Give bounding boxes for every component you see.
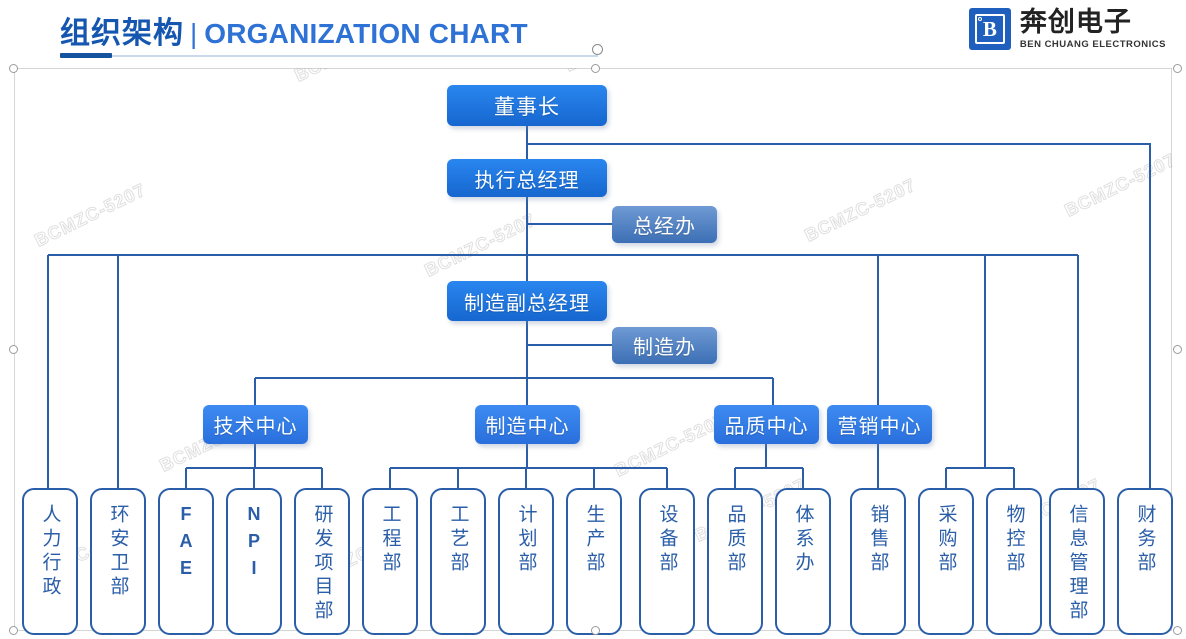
- node-manufacturing-vp-label: 制造副总经理: [464, 292, 590, 315]
- node-chairman-label: 董事长: [494, 95, 560, 119]
- node-sales-center[interactable]: 营销中心: [827, 405, 932, 444]
- node-technology-center-label: 技术中心: [213, 416, 298, 438]
- dept-box-quality-dept[interactable]: 品质部: [707, 488, 763, 635]
- dept-label: 计划部: [515, 504, 537, 576]
- title-underline-accent: [60, 53, 112, 58]
- node-manufacturing-office-label: 制造办: [633, 337, 696, 359]
- dept-label: FAE: [176, 504, 196, 585]
- node-chairman[interactable]: 董事长: [447, 85, 607, 126]
- logo-ring-shape: [974, 14, 1005, 44]
- node-executive-gm[interactable]: 执行总经理: [447, 159, 607, 197]
- dept-label: 物控部: [1003, 504, 1025, 576]
- dept-box-process[interactable]: 工艺部: [430, 488, 486, 635]
- page-title-en: ORGANIZATION CHART: [204, 18, 528, 49]
- rotate-handle[interactable]: [592, 44, 603, 55]
- dept-box-system-office[interactable]: 体系办: [775, 488, 831, 635]
- logo-letter: B: [982, 16, 997, 41]
- node-manufacturing-center-label: 制造中心: [485, 416, 570, 438]
- logo-dot-shape: [977, 17, 982, 21]
- node-quality-center-label: 品质中心: [724, 416, 809, 438]
- dept-box-it-mgmt[interactable]: 信息管理部: [1049, 488, 1105, 635]
- node-manufacturing-vp[interactable]: 制造副总经理: [447, 281, 607, 321]
- dept-label: 销售部: [867, 504, 889, 576]
- resize-handle-bottom-right[interactable]: [1173, 626, 1182, 635]
- dept-label: 工程部: [379, 504, 401, 576]
- logo-text: 奔创电子 BEN CHUANG ELECTRONICS: [1019, 6, 1166, 50]
- dept-label: 体系办: [792, 504, 814, 576]
- node-executive-gm-label: 执行总经理: [474, 169, 580, 192]
- node-manufacturing-center[interactable]: 制造中心: [475, 405, 580, 444]
- dept-label: 信息管理部: [1066, 504, 1088, 624]
- slide-header: 组织架构 | ORGANIZATION CHART B 奔创电子 BEN CHU…: [0, 0, 1186, 68]
- resize-handle-middle-left[interactable]: [9, 345, 18, 354]
- logo-name-en: BEN CHUANG ELECTRONICS: [1019, 38, 1166, 50]
- dept-box-engineering[interactable]: 工程部: [362, 488, 418, 635]
- dept-label: 生产部: [583, 504, 605, 576]
- dept-box-rd-project[interactable]: 研发项目部: [294, 488, 350, 635]
- dept-box-sales[interactable]: 销售部: [850, 488, 906, 635]
- dept-box-hr-admin[interactable]: 人力行政: [22, 488, 78, 635]
- page-title-cn: 组织架构: [60, 17, 184, 50]
- resize-handle-middle-right[interactable]: [1173, 345, 1182, 354]
- company-logo: B 奔创电子 BEN CHUANG ELECTRONICS: [968, 6, 1166, 50]
- page-title: 组织架构 | ORGANIZATION CHART: [60, 8, 528, 52]
- dept-label: 工艺部: [447, 504, 469, 576]
- node-quality-center[interactable]: 品质中心: [714, 405, 819, 444]
- logo-name-cn: 奔创电子: [1019, 6, 1132, 37]
- dept-box-fae[interactable]: FAE: [158, 488, 214, 635]
- dept-label: NPI: [244, 504, 264, 585]
- dept-label: 采购部: [935, 504, 957, 576]
- logo-mark-icon: B: [968, 8, 1011, 50]
- title-underline-light: [60, 55, 598, 57]
- node-gm-office-label: 总经办: [633, 216, 696, 238]
- dept-label: 设备部: [656, 504, 678, 576]
- resize-handle-top-left[interactable]: [9, 64, 18, 73]
- node-sales-center-label: 营销中心: [837, 416, 922, 438]
- dept-box-planning[interactable]: 计划部: [498, 488, 554, 635]
- dept-label: 人力行政: [39, 504, 61, 600]
- title-separator: |: [190, 18, 198, 49]
- dept-box-production[interactable]: 生产部: [566, 488, 622, 635]
- dept-box-purchasing[interactable]: 采购部: [918, 488, 974, 635]
- resize-handle-top-center[interactable]: [591, 64, 600, 73]
- dept-label: 环安卫部: [107, 504, 129, 600]
- dept-box-material-ctrl[interactable]: 物控部: [986, 488, 1042, 635]
- dept-box-equipment[interactable]: 设备部: [639, 488, 695, 635]
- resize-handle-top-right[interactable]: [1173, 64, 1182, 73]
- dept-label: 研发项目部: [311, 504, 333, 624]
- dept-label: 财务部: [1134, 504, 1156, 576]
- dept-box-npi[interactable]: NPI: [226, 488, 282, 635]
- resize-handle-bottom-left[interactable]: [9, 626, 18, 635]
- dept-label: 品质部: [724, 504, 746, 576]
- dept-box-ehs[interactable]: 环安卫部: [90, 488, 146, 635]
- dept-box-finance[interactable]: 财务部: [1117, 488, 1173, 635]
- node-gm-office[interactable]: 总经办: [612, 206, 717, 243]
- resize-handle-bottom-center[interactable]: [591, 626, 600, 635]
- node-technology-center[interactable]: 技术中心: [203, 405, 308, 444]
- node-manufacturing-office[interactable]: 制造办: [612, 327, 717, 364]
